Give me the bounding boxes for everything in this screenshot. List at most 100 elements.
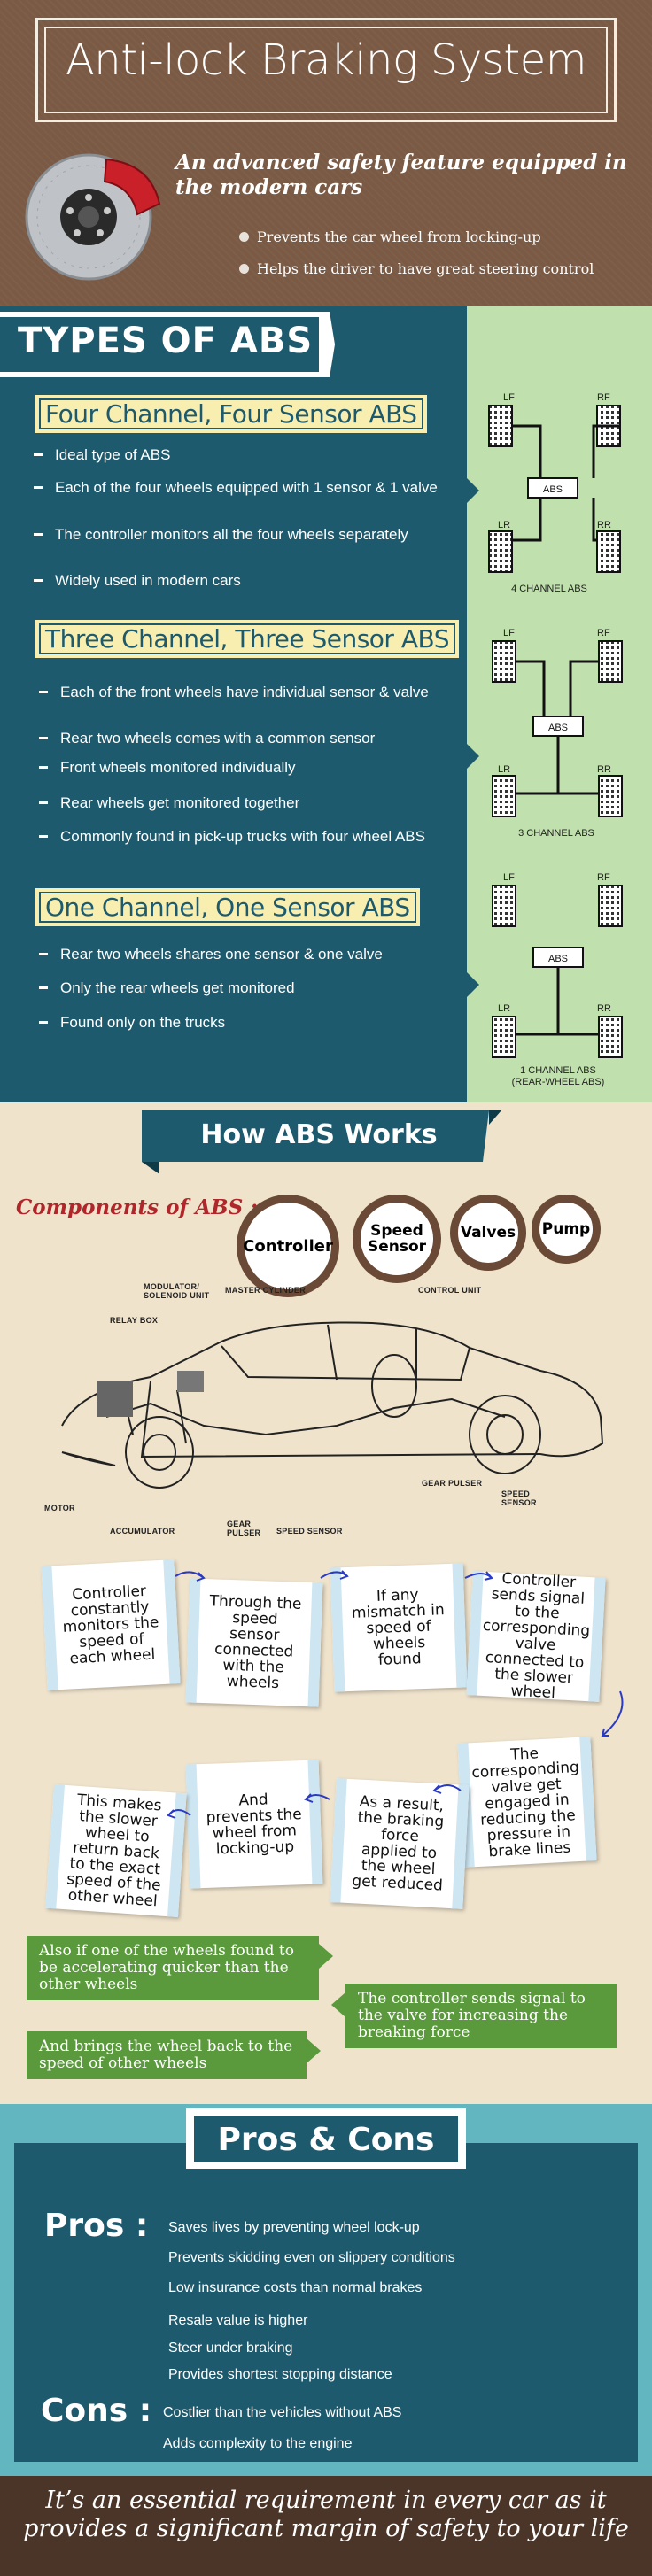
- list-item: Found only on the trucks: [39, 1014, 450, 1031]
- note-box: And brings the wheel back to the speed o…: [27, 2031, 307, 2079]
- component-speed-sensor: Speed Sensor: [353, 1195, 441, 1283]
- abs-unit-label: ABS: [548, 723, 568, 733]
- pros-item: Resale value is higher: [168, 2313, 308, 2328]
- wheel-label: RR: [597, 1003, 611, 1014]
- channel-title-box: Four Channel, Four Sensor ABS: [35, 395, 427, 433]
- proscons-banner-inner: [194, 2116, 458, 2162]
- wheel-label: LR: [498, 764, 510, 775]
- list-item: Widely used in modern cars: [34, 572, 445, 589]
- four-channel-diagram: LF RF ABS LR RR 4 CHANNEL ABS: [488, 392, 621, 594]
- diagram-caption: 4 CHANNEL ABS: [511, 584, 587, 594]
- cons-item: Adds complexity to the engine: [163, 2436, 353, 2451]
- wheel-icon: [598, 640, 623, 683]
- diagram-caption: 1 CHANNEL ABS: [520, 1065, 596, 1076]
- wheel-icon: [492, 1016, 516, 1058]
- pros-item: Saves lives by preventing wheel lock-up: [168, 2220, 420, 2235]
- wheel-label: LF: [503, 392, 515, 403]
- wheel-label: LF: [503, 872, 515, 883]
- wheel-icon: [596, 530, 621, 573]
- how-banner-ribbon: [142, 1110, 501, 1174]
- panel-notch: [467, 478, 479, 503]
- title-frame-inner: [44, 27, 608, 113]
- car-label: CONTROL UNIT: [418, 1286, 482, 1295]
- list-item: Ideal type of ABS: [34, 446, 445, 463]
- header-subtitle: An advanced safety feature equipped in t…: [175, 151, 627, 199]
- cons-item: Costlier than the vehicles without ABS: [163, 2405, 402, 2420]
- wheel-label: LR: [498, 520, 510, 530]
- wheel-icon: [598, 775, 623, 817]
- car-label: RELAY BOX: [110, 1316, 159, 1325]
- wheel-icon: [492, 640, 516, 683]
- channel-title: One Channel, One Sensor ABS: [45, 893, 410, 922]
- wheel-icon: [488, 405, 513, 447]
- wheel-icon: [488, 530, 513, 573]
- wheel-label: RR: [597, 764, 611, 775]
- wheel-label: RR: [597, 520, 611, 530]
- note-arrow: [331, 1992, 345, 2017]
- header-bullet: Helps the driver to have great steering …: [239, 260, 611, 277]
- wheel-icon: [492, 775, 516, 817]
- car-label: ACCUMULATOR: [110, 1527, 175, 1536]
- note-box: The controller sends signal to the valve…: [345, 1984, 617, 2048]
- car-label: MOTOR: [44, 1504, 75, 1512]
- channel-title-box: Three Channel, Three Sensor ABS: [35, 620, 459, 658]
- pros-item: Steer under braking: [168, 2340, 293, 2356]
- abs-unit-label: ABS: [548, 954, 568, 964]
- footer-section: [0, 2476, 652, 2576]
- process-arrows: [167, 1570, 624, 1819]
- note-box: Also if one of the wheels found to be ac…: [27, 1936, 319, 2000]
- component-valves: Valves: [450, 1195, 526, 1271]
- brake-disc-icon: [25, 153, 161, 281]
- wheel-label: RF: [597, 628, 610, 638]
- header-bullet: Prevents the car wheel from locking-up: [239, 228, 611, 245]
- component-controller: Controller: [237, 1195, 339, 1297]
- component-pump: Pump: [532, 1195, 601, 1264]
- list-item: The controller monitors all the four whe…: [34, 526, 445, 543]
- panel-notch: [467, 972, 479, 997]
- pros-item: Prevents skidding even on slippery condi…: [168, 2250, 455, 2265]
- list-item: Rear two wheels shares one sensor & one …: [39, 946, 450, 963]
- list-item: Each of the front wheels have individual…: [39, 684, 432, 700]
- wheel-label: LR: [498, 1003, 510, 1014]
- diagram-caption: 3 CHANNEL ABS: [518, 828, 594, 839]
- footer-text: It’s an essential requirement in every c…: [23, 2487, 629, 2542]
- wheel-icon: [492, 885, 516, 927]
- cons-label: Cons :: [41, 2393, 152, 2429]
- wheel-label: RF: [597, 872, 610, 883]
- list-item: Rear wheels get monitored together: [39, 794, 450, 811]
- three-channel-diagram: LF RF ABS LR RR 3 CHANNEL ABS: [492, 628, 623, 839]
- wheel-label: RF: [597, 392, 610, 403]
- how-title: How ABS Works: [200, 1119, 438, 1150]
- types-banner-inner: [0, 317, 319, 372]
- diagram-caption: (REAR-WHEEL ABS): [512, 1077, 605, 1087]
- abs-unit-label: ABS: [543, 484, 563, 495]
- channel-title: Four Channel, Four Sensor ABS: [45, 399, 417, 429]
- types-title: TYPES OF ABS: [18, 321, 314, 361]
- channel-title: Three Channel, Three Sensor ABS: [45, 624, 449, 654]
- channel-title-box: One Channel, One Sensor ABS: [35, 888, 420, 926]
- panel-notch: [467, 744, 479, 769]
- car-diagram: [61, 1321, 604, 1489]
- car-label: GEAR PULSER: [422, 1479, 483, 1488]
- list-item: Each of the four wheels equipped with 1 …: [34, 479, 445, 496]
- components-label: Components of ABS :: [16, 1195, 258, 1219]
- wheel-label: LF: [503, 628, 515, 638]
- list-item: Only the rear wheels get monitored: [39, 979, 450, 996]
- list-item: Rear two wheels comes with a common sens…: [39, 730, 450, 746]
- note-arrow: [307, 2038, 321, 2063]
- proscons-panel: [14, 2143, 638, 2462]
- list-item: Commonly found in pick-up trucks with fo…: [39, 828, 441, 845]
- pros-item: Provides shortest stopping distance: [168, 2367, 392, 2382]
- pros-label: Pros :: [44, 2208, 149, 2244]
- car-label: SPEED SENSOR: [501, 1489, 537, 1507]
- one-channel-diagram: LF RF ABS LR RR 1 CHANNEL ABS (REAR-WHEE…: [492, 872, 623, 1087]
- list-item: Front wheels monitored individually: [39, 759, 450, 776]
- proscons-title: Pros & Cons: [217, 2122, 435, 2158]
- pros-item: Low insurance costs than normal brakes: [168, 2280, 423, 2295]
- car-label: GEAR PULSER: [227, 1520, 261, 1537]
- car-label: MASTER CYLINDER: [225, 1286, 307, 1295]
- note-arrow: [319, 1944, 333, 1969]
- wheel-icon: [598, 885, 623, 927]
- page-title: Anti-lock Braking System: [65, 35, 587, 85]
- wheel-icon: [598, 1016, 623, 1058]
